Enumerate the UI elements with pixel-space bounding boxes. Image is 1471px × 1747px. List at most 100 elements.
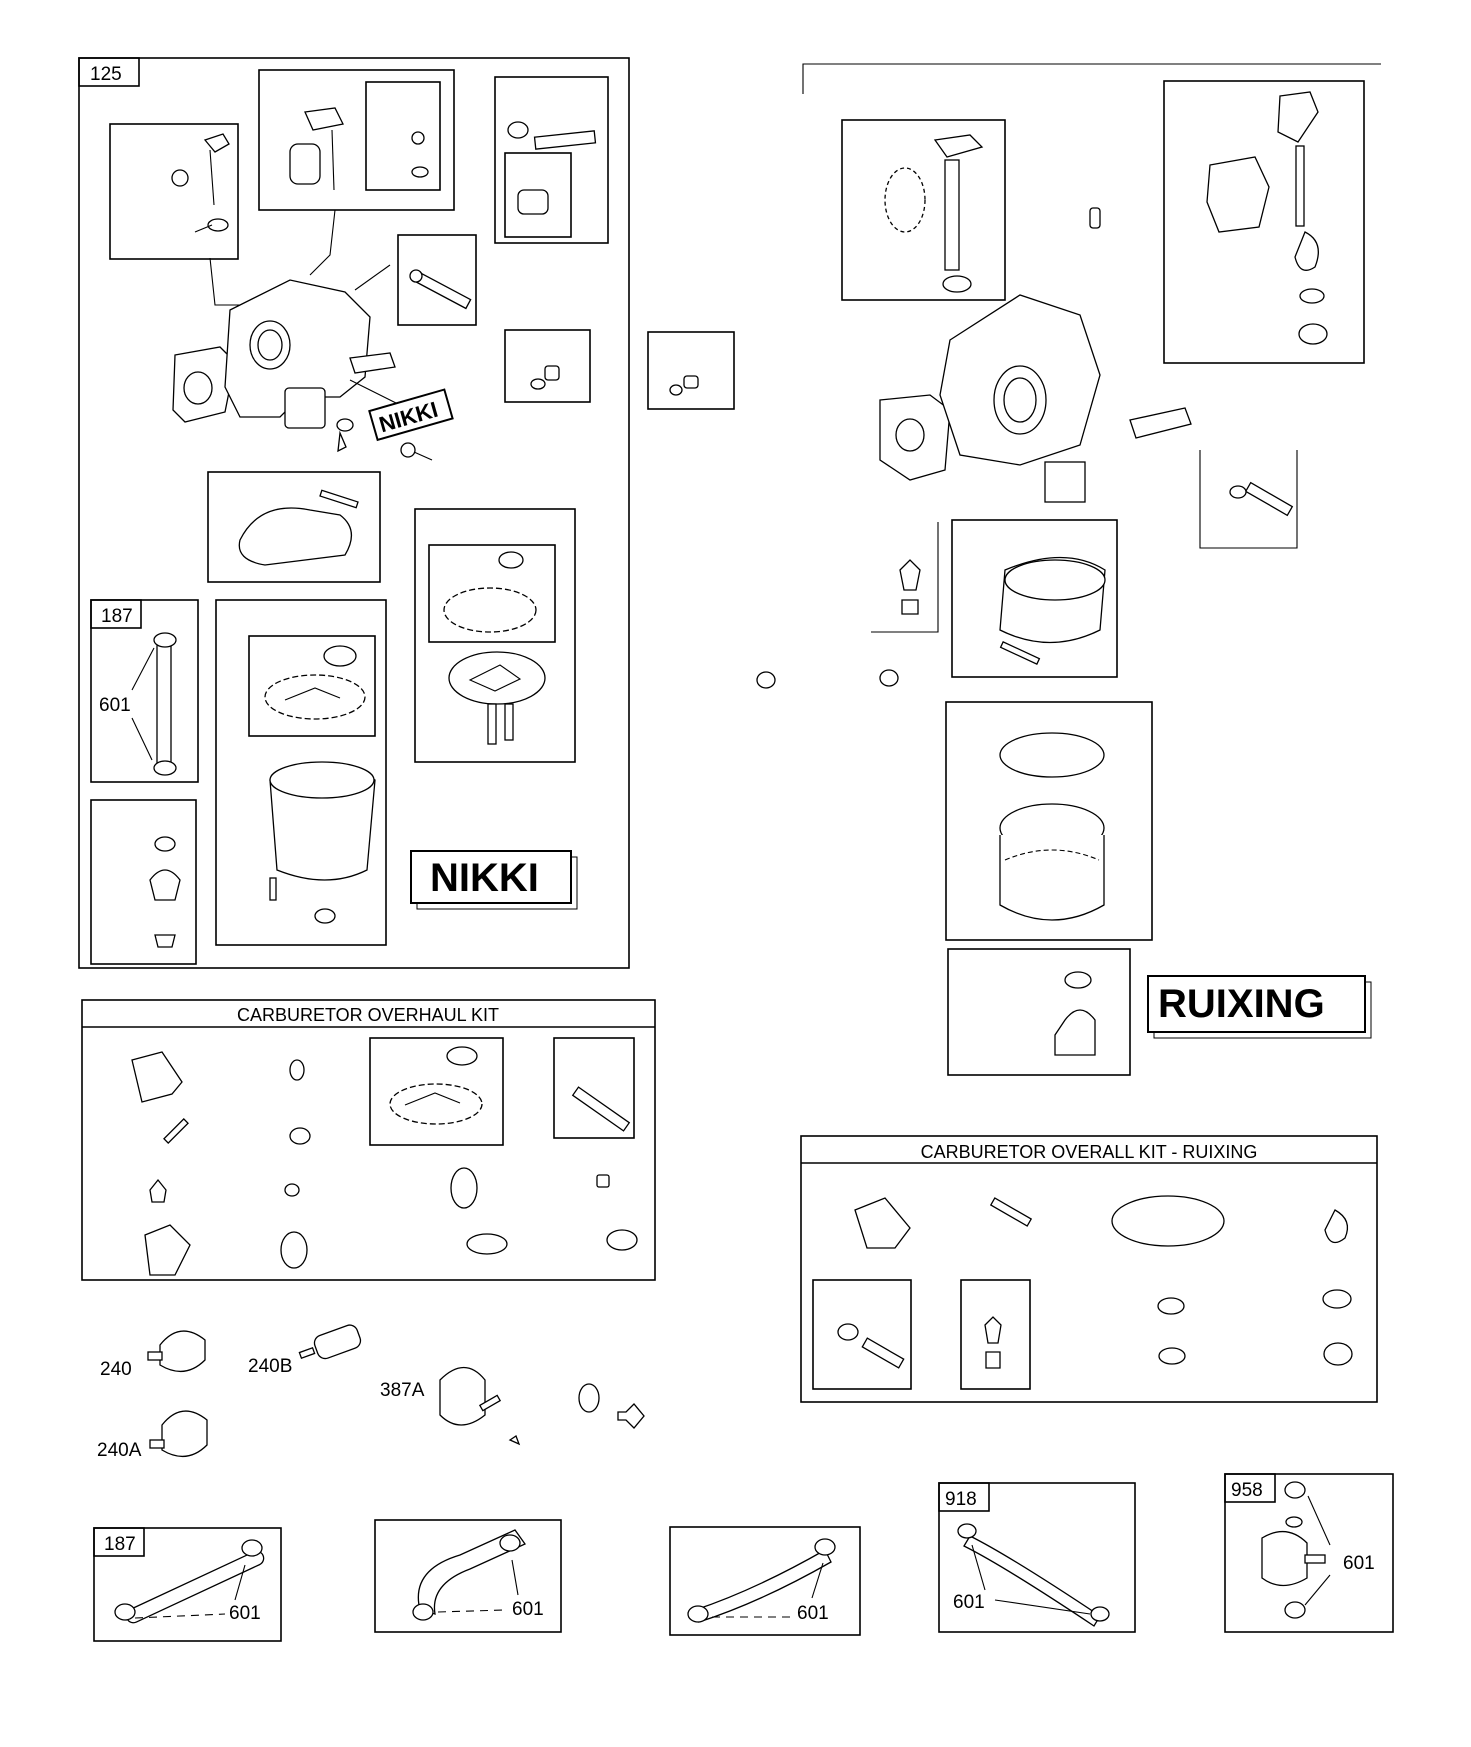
ruixing-kit-screw-box (812, 1279, 912, 1390)
ruixing-float-assembly-box (951, 519, 1118, 678)
fuel-filter-240a-icon (149, 1410, 208, 1457)
ruixing-float-box (1163, 80, 1365, 364)
ref-601-d-label: 601 (953, 1592, 985, 1613)
fuel-line-icon (131, 632, 177, 776)
jet-icon (530, 365, 560, 390)
ruixing-float-assembly-icon (999, 556, 1106, 666)
ref-601-a-label: 601 (229, 1603, 261, 1624)
nikki-brand-box: NIKKI (410, 850, 578, 910)
ruixing-needle-bracket (871, 522, 939, 633)
ref-918-label: 918 (945, 1489, 977, 1510)
fuel-line-box-upper (90, 599, 199, 783)
ref-tag-187-upper (90, 599, 142, 629)
ref-240a-label: 240A (97, 1440, 142, 1461)
ref-187-upper-label: 187 (101, 606, 133, 627)
ref-387a-label: 387A (380, 1380, 425, 1401)
fuel-line-187-lower: 187 601 (93, 1527, 282, 1642)
ruixing-gasket-icon (756, 669, 899, 689)
ref-601-e-label: 601 (1343, 1553, 1375, 1574)
ruixing-brand-label: RUIXING (1158, 982, 1325, 1026)
gasket-set-icon (264, 645, 366, 720)
ruixing-carburetor-body-icon (879, 294, 1192, 503)
fuel-shutoff-icon (578, 1383, 645, 1429)
group-bracket (802, 63, 1381, 94)
primer-bulb-icon (669, 375, 699, 396)
ref-187-lower-label: 187 (104, 1534, 136, 1555)
fuel-filter-240b-icon (298, 1324, 362, 1360)
fuel-line-long-icon (687, 1538, 836, 1623)
ruixing-primer-box (947, 948, 1131, 1076)
leader-line (354, 264, 391, 291)
ruixing-screw-bracket (1199, 450, 1298, 549)
ruixing-kit-screw-icon (837, 1323, 905, 1369)
ruixing-kit-needle-box (960, 1279, 1031, 1390)
kit-nikki-title: CARBURETOR OVERHAUL KIT (237, 1005, 499, 1025)
ruixing-overall-kit: CARBURETOR OVERALL KIT - RUIXING (800, 1135, 1378, 1403)
ref-tag-125 (78, 57, 140, 87)
solenoid-parts-box (494, 76, 609, 244)
float-icon (289, 107, 429, 191)
idle-screw-icon (409, 269, 472, 310)
ref-240-label: 240 (100, 1359, 132, 1380)
fuel-line-long: 601 (669, 1526, 861, 1636)
fuel-valve-icon (1261, 1481, 1331, 1619)
primer-bulb-box (647, 331, 735, 410)
fuel-line-918: 918 601 (938, 1482, 1136, 1633)
float-assembly-box (207, 471, 381, 583)
kit-ruixing-title: CARBURETOR OVERALL KIT - RUIXING (921, 1142, 1258, 1162)
ruixing-bowl-icon (999, 732, 1105, 921)
kit-diaphragm-icon (389, 1046, 483, 1125)
needle-valve-box (365, 81, 441, 191)
fuel-valve-958: 958 601 (1224, 1473, 1394, 1633)
fuel-line-918-icon (957, 1523, 1110, 1627)
ref-601-b-label: 601 (512, 1599, 544, 1620)
fuel-pump-387a-icon (439, 1366, 521, 1446)
ruixing-kit-parts-icon (854, 1195, 1353, 1366)
ruixing-jet-icon (1089, 207, 1101, 229)
diaphragm-gasket-box (428, 544, 556, 643)
ruixing-kit-needle-icon (984, 1316, 1002, 1369)
nikki-brand-label: NIKKI (430, 856, 539, 900)
diaphragm-box (414, 508, 576, 763)
idle-screw-box (397, 234, 477, 326)
solenoid-icon (507, 121, 597, 215)
gasket-set-box (248, 635, 376, 737)
ref-601-upper-label: 601 (99, 695, 131, 716)
float-parts-box (258, 69, 455, 211)
ruixing-screw-icon (1229, 481, 1294, 517)
diaphragm-icon (443, 551, 546, 745)
ruixing-bowl-box (945, 701, 1153, 941)
nikki-carburetor-body-icon (172, 279, 433, 461)
ref-125-label: 125 (90, 64, 122, 85)
choke-shaft-icon (171, 133, 230, 233)
float-bowl-box (215, 599, 387, 946)
nikki-tag: NIKKI (368, 388, 454, 442)
nikki-carburetor-group: 125 (78, 57, 630, 969)
leader-line (309, 209, 336, 276)
ruixing-brand-box: RUIXING (1147, 975, 1372, 1039)
ruixing-choke-box (841, 119, 1006, 301)
jet-box (504, 329, 591, 403)
primer-icon (149, 836, 181, 948)
fuel-line-curved-icon (412, 1529, 526, 1621)
primer-box (90, 799, 197, 965)
ruixing-primer-icon (1054, 971, 1096, 1056)
ref-958-label: 958 (1231, 1480, 1263, 1501)
choke-parts-box (109, 123, 239, 260)
fuel-filter-parts: 240 240B 387A 240A (97, 1324, 645, 1461)
fuel-filter-240-icon (147, 1330, 206, 1372)
ruixing-needle-icon (899, 559, 921, 615)
ref-601-c-label: 601 (797, 1603, 829, 1624)
ruixing-choke-icon (884, 134, 984, 293)
ruixing-float-icon (1206, 91, 1328, 345)
kit-screw-icon (571, 1086, 631, 1132)
solenoid-inner-box (504, 152, 572, 238)
float-assembly-icon (238, 489, 359, 566)
ruixing-carburetor-group: RUIXING (756, 63, 1381, 1076)
ref-240b-label: 240B (248, 1356, 292, 1377)
nikki-overhaul-kit: CARBURETOR OVERHAUL KIT (81, 999, 656, 1281)
fuel-line-hose-icon (114, 1539, 265, 1624)
float-bowl-icon (269, 761, 376, 924)
kit-diaphragm-box (369, 1037, 504, 1146)
